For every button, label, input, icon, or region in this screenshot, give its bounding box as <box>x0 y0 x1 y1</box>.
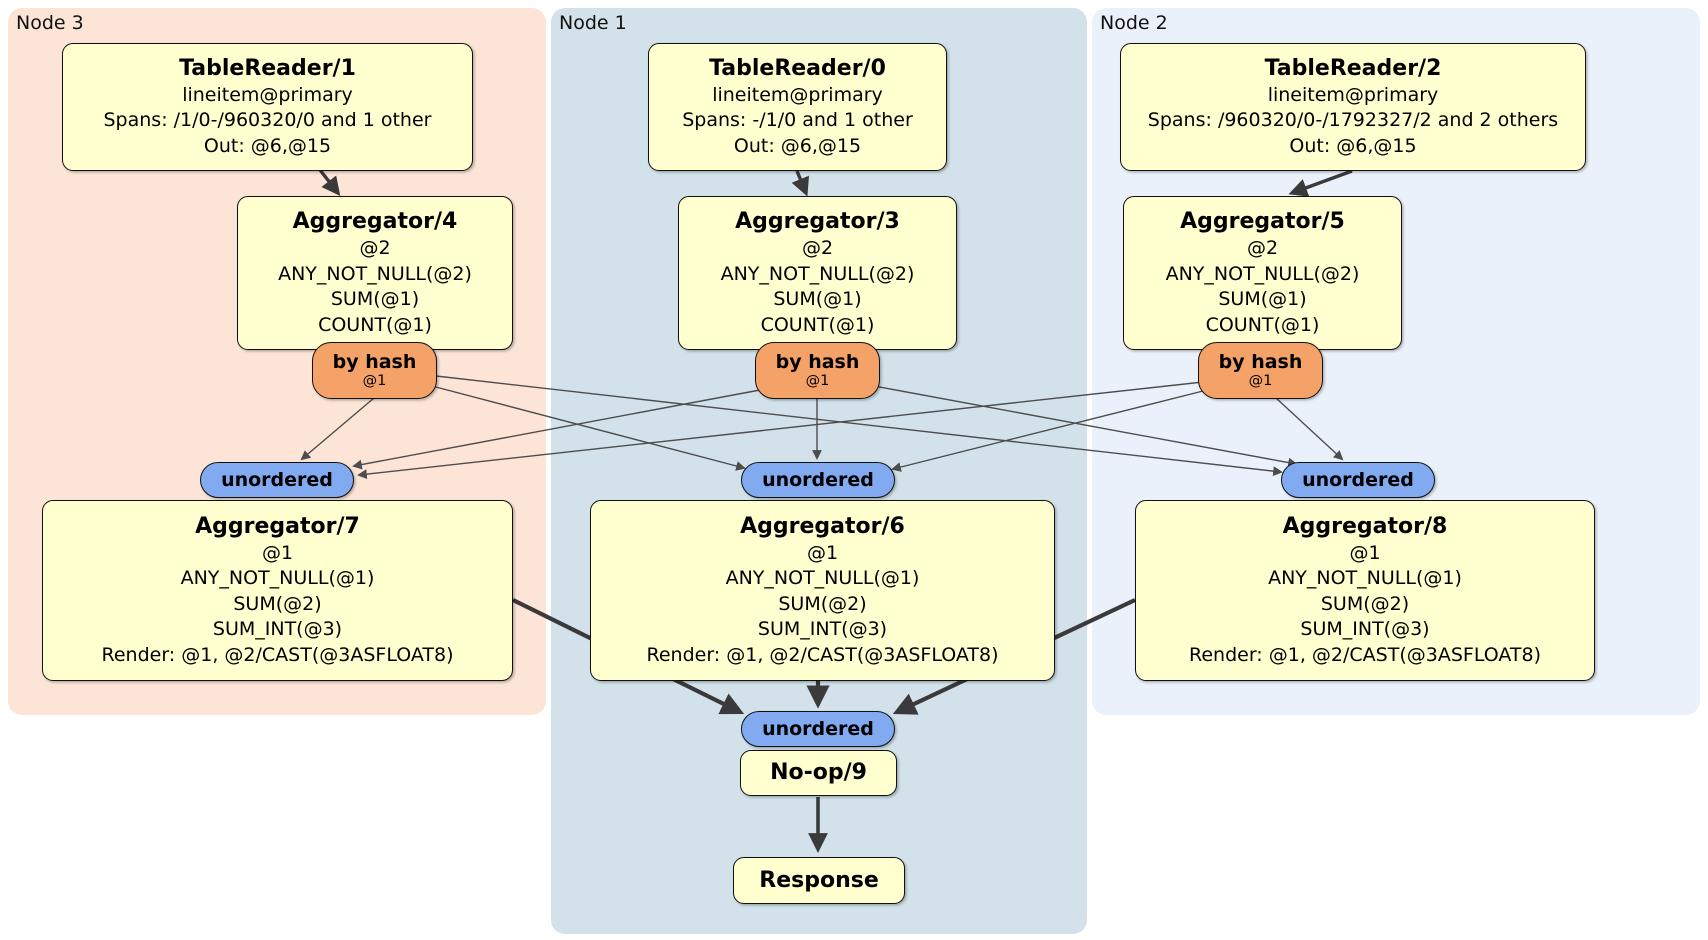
sync-label: unordered <box>1302 469 1414 491</box>
node-title: Aggregator/5 <box>1180 209 1345 234</box>
node-detail: Render: @1, @2/CAST(@3ASFLOAT8) <box>101 643 454 666</box>
sync-unordered-7: unordered <box>200 462 354 498</box>
node-detail: Out: @6,@15 <box>733 134 862 157</box>
node-tablereader-1: TableReader/1 lineitem@primary Spans: /1… <box>62 43 473 171</box>
node-detail: @2 <box>1246 237 1279 259</box>
router-label: by hash <box>1218 351 1303 373</box>
node-title: TableReader/0 <box>709 55 886 81</box>
node-detail: Out: @6,@15 <box>1289 134 1417 157</box>
node-detail: Spans: /1/0-/960320/0 and 1 other <box>103 109 432 132</box>
node-title: Aggregator/8 <box>1282 513 1448 539</box>
node-aggregator-6: Aggregator/6 @1 ANY_NOT_NULL(@1) SUM(@2)… <box>590 500 1055 681</box>
node-title: No-op/9 <box>770 760 867 785</box>
router-label: by hash <box>775 351 860 373</box>
node-detail: lineitem@primary <box>182 83 353 106</box>
router-by-hash-5: by hash @1 <box>1198 342 1323 399</box>
sync-unordered-6: unordered <box>741 462 895 498</box>
node-title: Aggregator/6 <box>740 513 905 539</box>
node-aggregator-8: Aggregator/8 @1 ANY_NOT_NULL(@1) SUM(@2)… <box>1135 500 1595 681</box>
node-detail: lineitem@primary <box>1267 83 1439 106</box>
router-stream: @1 <box>362 373 387 389</box>
node-title: TableReader/2 <box>1264 55 1442 81</box>
sync-label: unordered <box>762 718 874 740</box>
node-detail: @1 <box>806 541 839 564</box>
node-detail: SUM_INT(@3) <box>212 618 343 641</box>
node-detail: ANY_NOT_NULL(@2) <box>720 262 915 285</box>
sync-unordered-8: unordered <box>1281 462 1435 498</box>
node-detail: Out: @6,@15 <box>203 134 332 157</box>
router-stream: @1 <box>1248 373 1273 389</box>
node-detail: SUM(@2) <box>233 592 322 615</box>
node-detail: ANY_NOT_NULL(@1) <box>180 567 375 590</box>
node-detail: Render: @1, @2/CAST(@3ASFLOAT8) <box>646 643 999 666</box>
router-stream: @1 <box>805 373 830 389</box>
node-aggregator-5: Aggregator/5 @2 ANY_NOT_NULL(@2) SUM(@1)… <box>1123 196 1402 350</box>
node-detail: SUM(@2) <box>1320 592 1410 615</box>
node-detail: @1 <box>1349 541 1381 564</box>
sync-label: unordered <box>762 469 874 491</box>
node-detail: ANY_NOT_NULL(@2) <box>278 262 472 285</box>
node-detail: SUM_INT(@3) <box>1300 618 1430 641</box>
panel-node1-label: Node 1 <box>559 12 627 34</box>
node-detail: @2 <box>359 237 391 259</box>
node-tablereader-2: TableReader/2 lineitem@primary Spans: /9… <box>1120 43 1586 171</box>
panel-node2-label: Node 2 <box>1100 12 1168 34</box>
node-title: Aggregator/3 <box>735 209 900 234</box>
sync-unordered-9: unordered <box>741 711 895 747</box>
node-detail: ANY_NOT_NULL(@1) <box>1268 567 1462 590</box>
node-detail: COUNT(@1) <box>318 313 432 336</box>
node-detail: SUM_INT(@3) <box>757 618 888 641</box>
node-aggregator-4: Aggregator/4 @2 ANY_NOT_NULL(@2) SUM(@1)… <box>237 196 513 350</box>
node-detail: @2 <box>801 237 834 259</box>
node-title: Response <box>759 867 879 893</box>
node-noop-9: No-op/9 <box>740 750 897 796</box>
node-tablereader-0: TableReader/0 lineitem@primary Spans: -/… <box>648 43 947 171</box>
node-detail: @1 <box>261 541 294 564</box>
node-title: Aggregator/7 <box>195 513 360 539</box>
node-detail: Render: @1, @2/CAST(@3ASFLOAT8) <box>1189 643 1541 666</box>
node-detail: ANY_NOT_NULL(@2) <box>1165 262 1360 285</box>
panel-node3-label: Node 3 <box>16 12 84 34</box>
node-detail: SUM(@1) <box>1218 288 1307 310</box>
node-detail: ANY_NOT_NULL(@1) <box>725 567 920 590</box>
node-title: TableReader/1 <box>179 55 356 81</box>
node-response: Response <box>733 857 905 904</box>
router-by-hash-3: by hash @1 <box>755 342 880 399</box>
node-detail: Spans: /960320/0-/1792327/2 and 2 others <box>1147 109 1559 132</box>
node-detail: SUM(@1) <box>330 288 420 310</box>
node-aggregator-3: Aggregator/3 @2 ANY_NOT_NULL(@2) SUM(@1)… <box>678 196 957 350</box>
node-title: Aggregator/4 <box>292 209 458 234</box>
node-detail: Spans: -/1/0 and 1 other <box>682 109 913 132</box>
node-detail: SUM(@1) <box>773 288 862 310</box>
node-detail: lineitem@primary <box>712 83 883 106</box>
sync-label: unordered <box>221 469 333 491</box>
router-by-hash-4: by hash @1 <box>312 342 437 399</box>
router-label: by hash <box>332 351 417 373</box>
node-detail: COUNT(@1) <box>760 313 875 336</box>
node-detail: SUM(@2) <box>778 592 867 615</box>
node-aggregator-7: Aggregator/7 @1 ANY_NOT_NULL(@1) SUM(@2)… <box>42 500 513 681</box>
node-detail: COUNT(@1) <box>1205 313 1320 336</box>
